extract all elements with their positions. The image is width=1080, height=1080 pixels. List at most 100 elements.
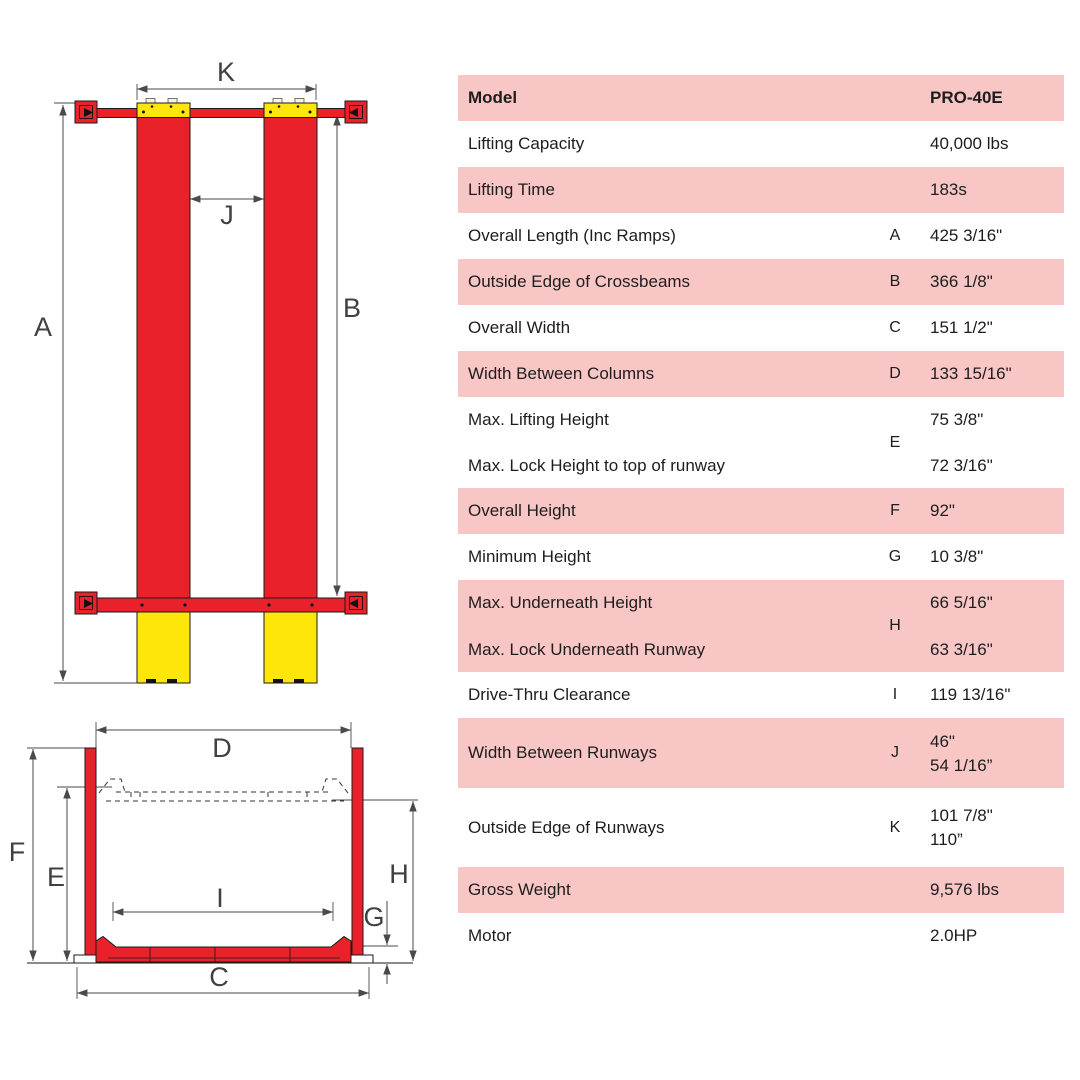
- spec-value: 75 3/8": [930, 410, 984, 429]
- spec-value: 366 1/8": [930, 272, 993, 292]
- dim-letter-cell: F: [890, 502, 900, 519]
- dim-label-H: H: [389, 859, 409, 889]
- table-row: Width Between Columns D 133 15/16": [458, 351, 1064, 397]
- dim-letter-cell: H: [889, 617, 901, 634]
- spec-value-group: 75 3/8" 72 3/16": [926, 397, 1064, 488]
- table-row: Overall Length (Inc Ramps) A 425 3/16": [458, 213, 1064, 259]
- spec-label: Max. Lifting Height: [468, 410, 609, 429]
- dim-letter-cell: D: [889, 365, 901, 382]
- spec-value-group: 66 5/16" 63 3/16": [926, 580, 1064, 672]
- right-column: [351, 747, 364, 956]
- spec-value: 183s: [930, 180, 967, 200]
- dim-letter-cell: B: [889, 273, 901, 290]
- table-row: Outside Edge of Crossbeams B 366 1/8": [458, 259, 1064, 305]
- left-column: [84, 747, 97, 956]
- spec-label-group: Max. Lifting Height Max. Lock Height to …: [458, 397, 864, 488]
- spec-value-group: 101 7/8" 110”: [926, 804, 1064, 851]
- dim-label-G: G: [363, 902, 384, 932]
- lowered-runway: [95, 935, 352, 963]
- table-row: Minimum Height G 10 3/8": [458, 534, 1064, 580]
- spec-label: Outside Edge of Runways: [468, 817, 665, 837]
- table-row: Drive-Thru Clearance I 119 13/16": [458, 672, 1064, 718]
- model-header-label: Model: [468, 88, 518, 108]
- spec-label: Minimum Height: [468, 547, 591, 567]
- approach-ramp: [136, 611, 191, 684]
- spec-label: Gross Weight: [468, 880, 571, 900]
- spec-value: 92": [930, 501, 955, 521]
- dim-letter-cell: G: [888, 548, 902, 565]
- spec-value: 63 3/16": [930, 639, 993, 659]
- table-row: Overall Height F 92": [458, 488, 1064, 534]
- runway-pad: [136, 98, 191, 118]
- dim-label-E: E: [47, 862, 65, 892]
- corner-post: [74, 100, 98, 124]
- table-row: Outside Edge of Runways K 101 7/8" 110”: [458, 788, 1064, 867]
- table-row: Lifting Capacity 40,000 lbs: [458, 121, 1064, 167]
- spec-value: 151 1/2": [930, 318, 993, 338]
- spec-label: Motor: [468, 926, 512, 946]
- dim-letter-cell: K: [889, 818, 901, 836]
- spec-value: 425 3/16": [930, 226, 1003, 246]
- spec-label: Drive-Thru Clearance: [468, 685, 631, 705]
- table-row: Overall Width C 151 1/2": [458, 305, 1064, 351]
- spec-label: Width Between Runways: [468, 743, 657, 763]
- dim-letter-cell: J: [891, 744, 899, 761]
- spec-label: Lifting Capacity: [468, 134, 585, 154]
- bottom-crossbeam: [96, 597, 346, 613]
- technical-drawings: A K J B: [9, 57, 418, 999]
- dim-label-C: C: [209, 962, 229, 992]
- spec-value: 10 3/8": [930, 547, 984, 567]
- dim-letter-cell: E: [889, 433, 901, 451]
- top-view-diagram: A K J B: [34, 57, 368, 684]
- left-runway: [136, 117, 191, 613]
- right-runway: [263, 117, 318, 613]
- table-row: Max. Underneath Height Max. Lock Underne…: [458, 580, 1064, 672]
- spec-value: 72 3/16": [930, 455, 993, 475]
- spec-value: 101 7/8": [930, 806, 993, 825]
- spec-table: Model PRO-40E Lifting Capacity 40,000 lb…: [458, 75, 1064, 959]
- dim-label-A: A: [34, 312, 52, 342]
- spec-label: Overall Height: [468, 501, 576, 521]
- dim-letter-cell: C: [889, 319, 901, 336]
- spec-value: 9,576 lbs: [930, 880, 999, 900]
- spec-label: Overall Width: [468, 318, 571, 338]
- dim-label-I: I: [216, 883, 224, 913]
- spec-value: 54 1/16”: [930, 755, 993, 775]
- spec-value: 40,000 lbs: [930, 134, 1009, 154]
- table-row: Motor 2.0HP: [458, 913, 1064, 959]
- dim-letter-cell: A: [889, 227, 901, 244]
- table-row: Width Between Runways J 46" 54 1/16”: [458, 718, 1064, 788]
- spec-value-group: 46" 54 1/16”: [926, 730, 1064, 777]
- spec-label: Width Between Columns: [468, 364, 655, 384]
- spec-label: Outside Edge of Crossbeams: [468, 272, 691, 292]
- dim-label-F: F: [9, 837, 26, 867]
- raised-runway-dashed: [98, 778, 349, 802]
- approach-ramp: [263, 611, 318, 684]
- spec-label: Max. Lock Height to top of runway: [468, 455, 726, 475]
- dim-label-D: D: [212, 733, 232, 763]
- spec-label: Max. Lock Underneath Runway: [468, 639, 706, 659]
- corner-post: [344, 100, 368, 124]
- runway-pad: [263, 98, 318, 118]
- spec-label: Lifting Time: [468, 180, 555, 200]
- table-row: Max. Lifting Height Max. Lock Height to …: [458, 397, 1064, 488]
- table-header-row: Model PRO-40E: [458, 75, 1064, 121]
- spec-value: 133 15/16": [930, 364, 1012, 384]
- spec-value: 2.0HP: [930, 926, 978, 946]
- spec-label-group: Max. Underneath Height Max. Lock Underne…: [458, 580, 864, 672]
- spec-value: 66 5/16": [930, 593, 993, 612]
- spec-label: Overall Length (Inc Ramps): [468, 226, 676, 246]
- table-row: Lifting Time 183s: [458, 167, 1064, 213]
- spec-value: 46": [930, 731, 955, 751]
- dim-label-K: K: [217, 57, 235, 87]
- table-row: Gross Weight 9,576 lbs: [458, 867, 1064, 913]
- spec-label: Max. Underneath Height: [468, 593, 653, 612]
- front-view-diagram: D F E H G I C: [9, 722, 418, 999]
- spec-value: 110”: [930, 830, 963, 849]
- corner-post: [74, 591, 98, 615]
- corner-post: [344, 591, 368, 615]
- model-name: PRO-40E: [930, 88, 1003, 108]
- dim-label-B: B: [343, 293, 361, 323]
- dim-label-J: J: [220, 200, 234, 230]
